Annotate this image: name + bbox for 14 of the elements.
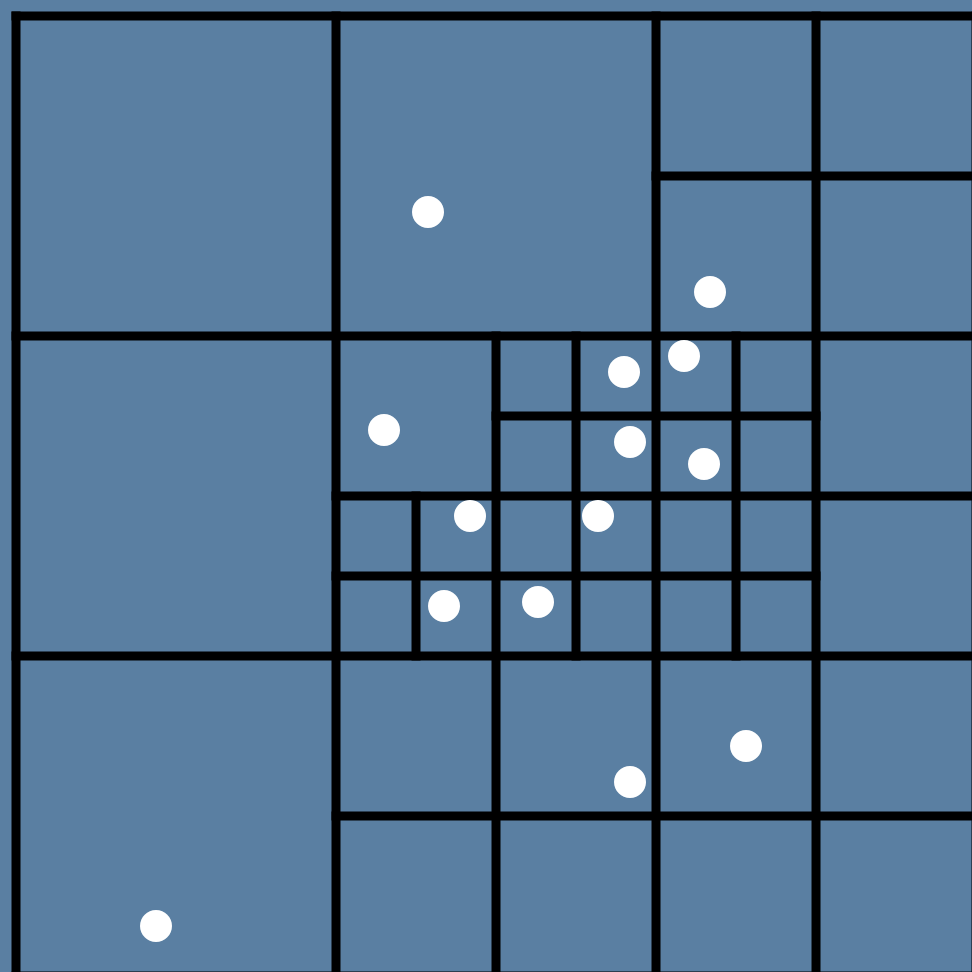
- point-dot: [614, 766, 646, 798]
- point-dot: [668, 340, 700, 372]
- point-dot: [694, 276, 726, 308]
- point-dot: [140, 910, 172, 942]
- point-dot: [582, 500, 614, 532]
- point-dot: [428, 590, 460, 622]
- point-dot: [730, 730, 762, 762]
- point-dot: [522, 586, 554, 618]
- point-dot: [688, 448, 720, 480]
- point-dot: [412, 196, 444, 228]
- point-dot: [368, 414, 400, 446]
- point-dot: [614, 426, 646, 458]
- point-dot: [454, 500, 486, 532]
- point-dot: [608, 356, 640, 388]
